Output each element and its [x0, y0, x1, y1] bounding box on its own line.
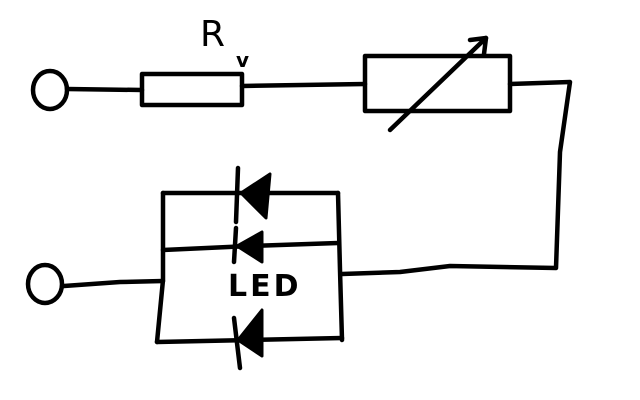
led-label: LED — [228, 269, 302, 304]
led-3-bar — [231, 315, 243, 371]
wire-rv-to-variable-resistor — [239, 81, 368, 89]
wire-right-return — [339, 79, 573, 277]
led-2-bar — [231, 225, 239, 265]
led-2-triangle — [235, 230, 264, 264]
variable-resistor-arrow-head — [467, 35, 489, 57]
input-terminal-top — [30, 68, 70, 112]
wire-terminal-to-rv — [64, 86, 145, 93]
led-bank-left-bus — [154, 190, 166, 345]
input-terminal-bottom — [25, 262, 65, 306]
wire-led-to-bottom-terminal — [61, 278, 166, 289]
led-bank-right-bus — [335, 190, 345, 343]
series-resistor-rv — [139, 71, 245, 108]
resistor-label-subscript: v — [236, 48, 250, 72]
led-3-triangle — [236, 308, 264, 358]
variable-resistor-arrow — [387, 35, 489, 133]
led-1-bar — [233, 165, 241, 225]
led-1-triangle — [239, 172, 272, 220]
resistor-label-main: R — [200, 14, 227, 55]
